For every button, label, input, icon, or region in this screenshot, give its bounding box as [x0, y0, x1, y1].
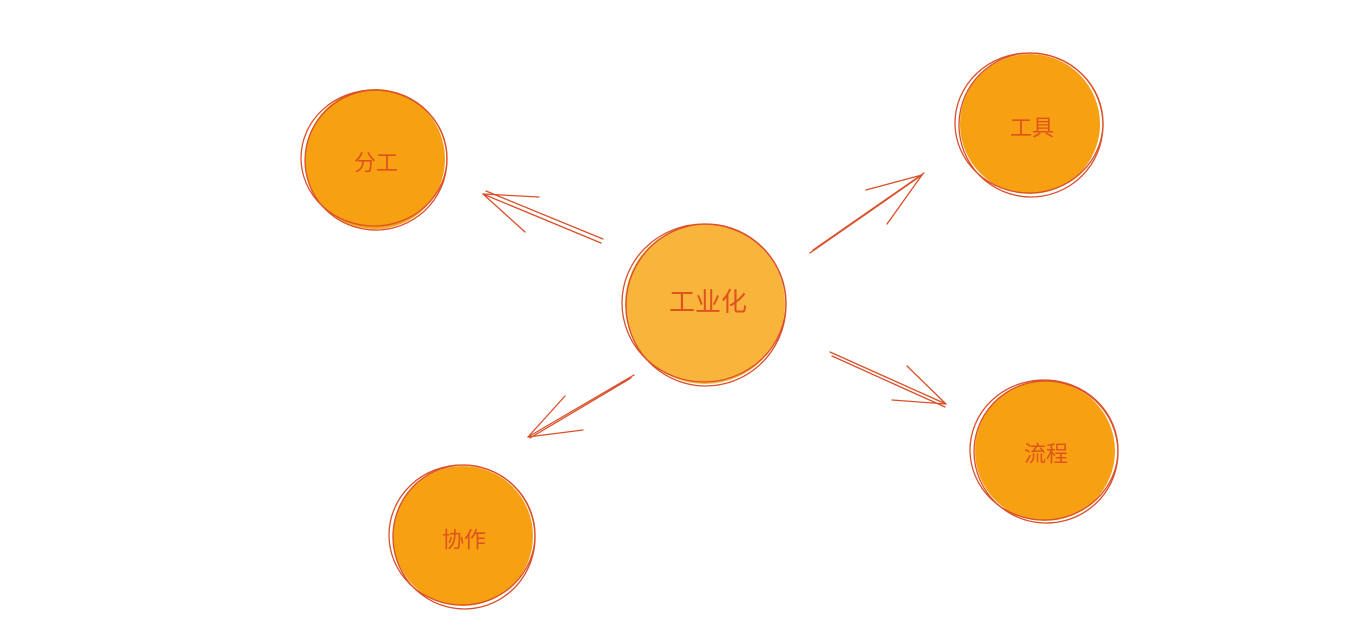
center-node-gongyehua[interactable]: 工业化 [616, 214, 797, 397]
arrow-to-fengong [482, 190, 604, 244]
arrow-to-xiezuo [527, 374, 635, 439]
arrow-to-gongju [809, 172, 925, 254]
node-liucheng[interactable]: 流程 [963, 370, 1129, 535]
arrow-to-liucheng [829, 351, 947, 408]
node-fengong[interactable]: 分工 [294, 79, 458, 242]
node-gongju-label: 工具 [1010, 117, 1054, 142]
node-gongju[interactable]: 工具 [946, 40, 1117, 211]
node-fengong-label: 分工 [354, 152, 398, 177]
node-liucheng-label: 流程 [1024, 443, 1068, 468]
node-xiezuo[interactable]: 协作 [384, 456, 545, 618]
center-node-label: 工业化 [669, 288, 747, 318]
node-xiezuo-label: 协作 [442, 529, 486, 554]
